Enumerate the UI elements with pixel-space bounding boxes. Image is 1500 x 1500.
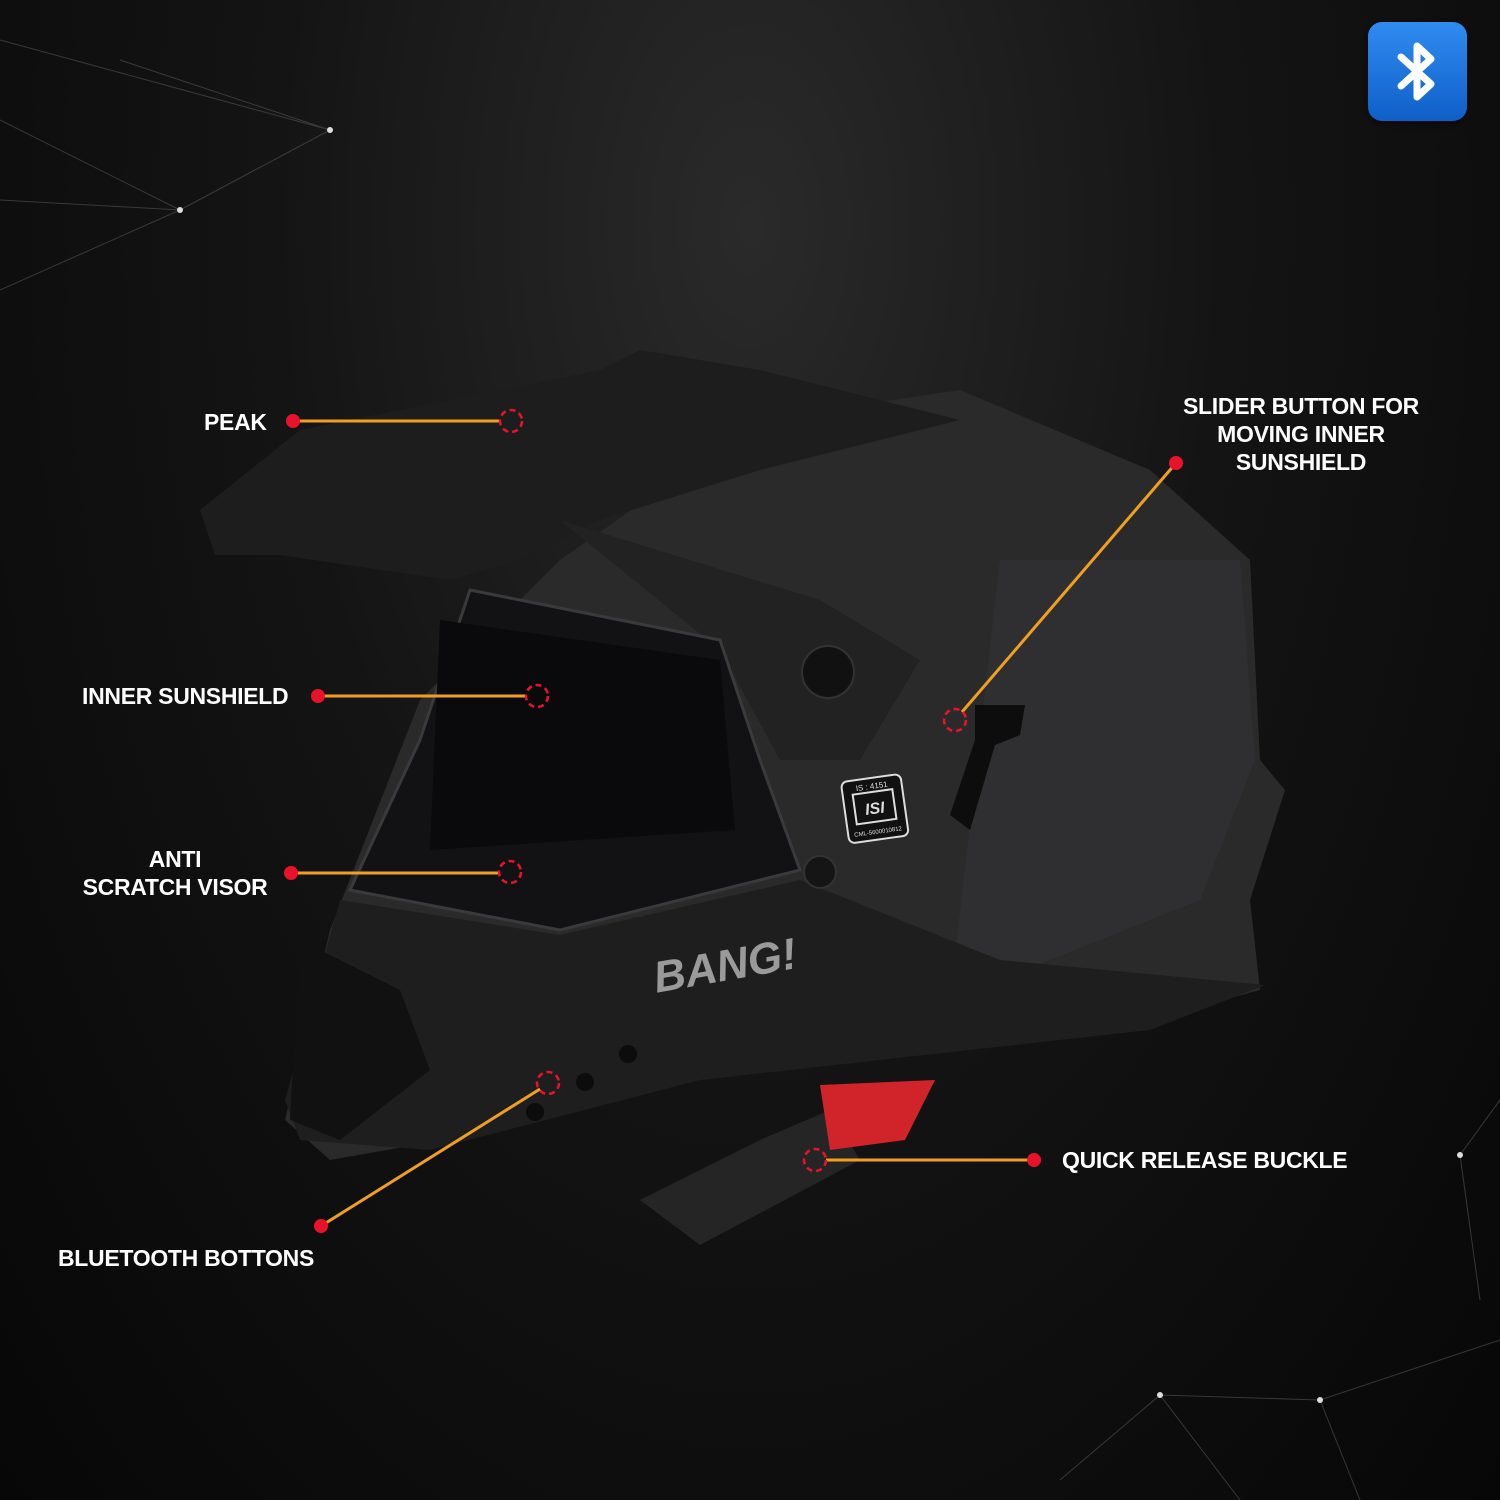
callout-target-rings [497,408,968,1173]
helmet: ISI IS : 4151 CML-5600010812 BANG! [200,350,1285,1245]
callout-quick-release-buckle: QUICK RELEASE BUCKLE [1062,1147,1348,1173]
isi-standard-text: IS : 4151 [855,780,889,793]
callout-dots [284,414,1183,1233]
callout-inner-sunshield: INNER SUNSHIELD [82,683,289,709]
bluetooth-icon [1397,42,1435,101]
callout-slider-button: SLIDER BUTTON FOR MOVING INNER SUNSHIELD [1171,392,1431,476]
callout-line-2: SCRATCH VISOR [82,874,268,900]
isi-mark-text: ISI [864,799,886,819]
callout-line-2: MOVING INNER [1217,421,1385,447]
callout-anti-scratch-visor: ANTI SCRATCH VISOR [75,845,275,901]
callout-line-1: SLIDER BUTTON FOR [1183,393,1419,419]
callout-line-3: SUNSHIELD [1235,449,1367,475]
bluetooth-badge [1368,22,1467,121]
isi-certification-mark: ISI IS : 4151 CML-5600010812 [840,773,910,844]
network-decoration [0,39,1500,1500]
callout-lines [291,419,1178,1228]
callout-line-1: ANTI [148,846,202,872]
callout-bluetooth-buttons: BLUETOOTH BOTTONS [58,1245,314,1271]
callout-peak: PEAK [204,409,267,435]
